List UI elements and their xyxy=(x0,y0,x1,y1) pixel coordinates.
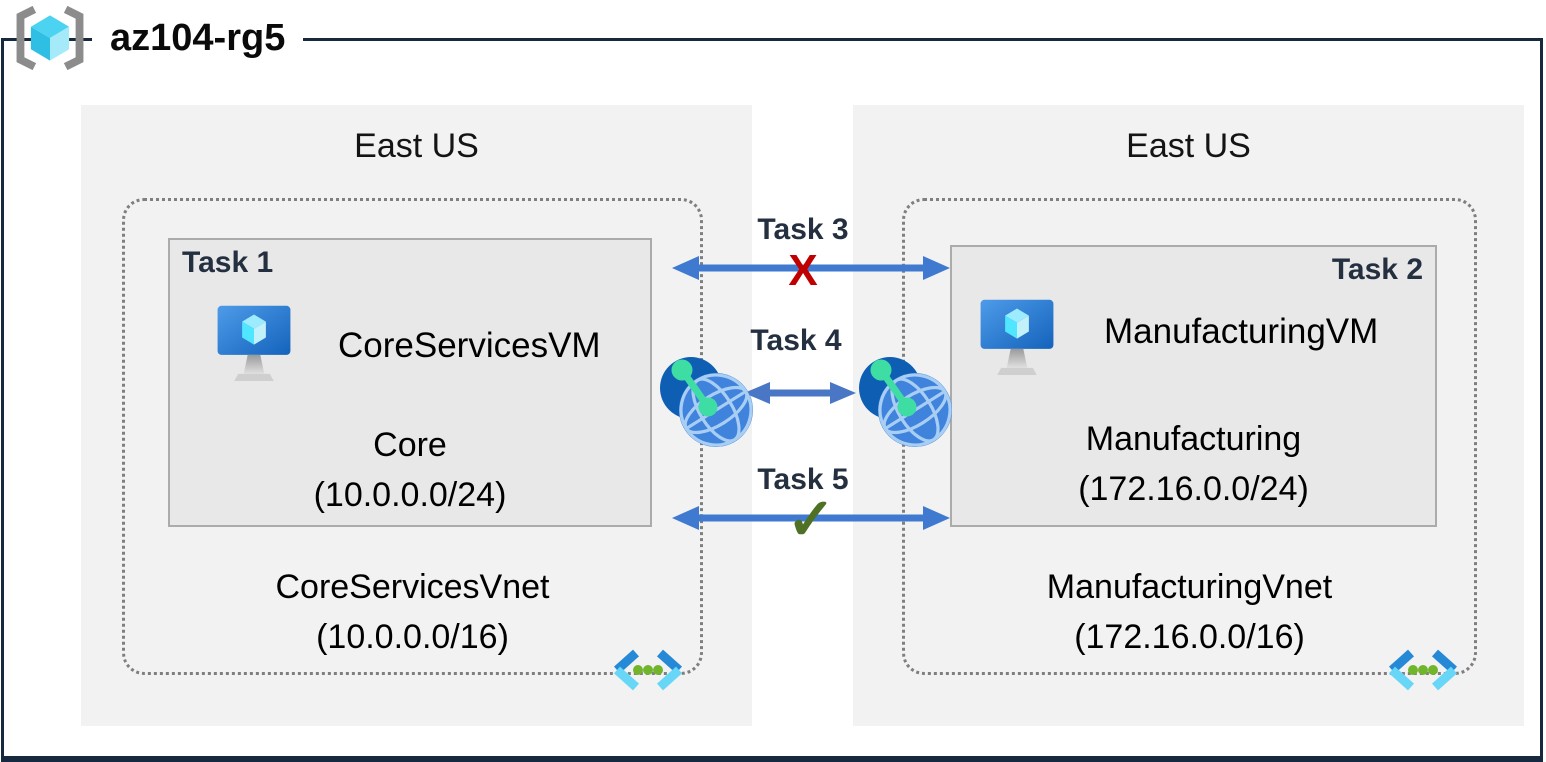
subnet-name-block: Manufacturing (172.16.0.0/24) xyxy=(950,414,1437,514)
vm-name: CoreServicesVM xyxy=(338,326,601,365)
subnet-box-manufacturing xyxy=(950,245,1437,527)
virtual-machine-icon xyxy=(217,305,291,381)
virtual-machine-icon xyxy=(980,299,1054,375)
region-name: East US xyxy=(1126,127,1251,165)
task2-tag: Task 2 xyxy=(1331,253,1423,286)
resource-group-frame xyxy=(1,38,1543,762)
vnet-name: CoreServicesVnet xyxy=(275,568,550,606)
task5-label: Task 5 xyxy=(757,463,849,496)
vnet-cidr: (172.16.0.0/16) xyxy=(1074,618,1305,656)
virtual-network-icon xyxy=(1388,649,1458,691)
vnet-peering-icon xyxy=(660,357,753,447)
subnet-box-core xyxy=(168,238,652,527)
vnet-name: ManufacturingVnet xyxy=(1046,568,1333,606)
resource-group-icon xyxy=(16,5,84,71)
vm-name: ManufacturingVM xyxy=(1104,312,1379,351)
resource-group-title: az104-rg5 xyxy=(92,13,304,63)
region-name: East US xyxy=(354,127,479,165)
allowed-check-icon: ✓ xyxy=(786,487,836,552)
subnet-cidr: (10.0.0.0/24) xyxy=(313,476,507,514)
vnet-name-block: ManufacturingVnet (172.16.0.0/16) xyxy=(902,562,1477,662)
task4-label: Task 4 xyxy=(750,324,842,357)
vnet-cidr: (10.0.0.0/16) xyxy=(316,618,509,656)
vnet-name-block: CoreServicesVnet (10.0.0.0/16) xyxy=(122,562,703,662)
virtual-network-icon xyxy=(613,649,683,691)
subnet-name: Manufacturing xyxy=(1085,420,1302,458)
blocked-x-icon: X xyxy=(788,246,818,295)
task1-tag: Task 1 xyxy=(182,246,274,279)
subnet-name: Core xyxy=(373,426,447,464)
subnet-name-block: Core (10.0.0.0/24) xyxy=(168,420,652,520)
vnet-peering-icon xyxy=(859,357,952,447)
task3-label: Task 3 xyxy=(757,213,849,246)
subnet-cidr: (172.16.0.0/24) xyxy=(1078,470,1309,508)
